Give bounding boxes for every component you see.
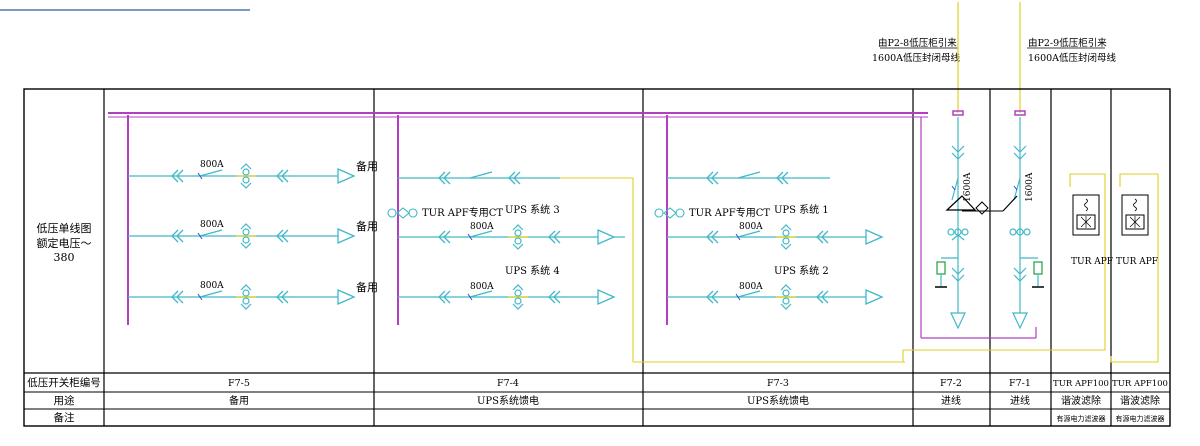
feeders-f7-4: TUR APF专用CT UPS 系统 3 800A UPS 系统 4 800A xyxy=(387,171,905,363)
ups1-label: UPS 系统 1 xyxy=(774,203,829,216)
breaker-1600a-left: 1600A xyxy=(963,172,973,202)
cabinet-purpose: 谐波滤除 xyxy=(1061,394,1101,407)
ct-label-f7-4: TUR APF专用CT xyxy=(422,206,503,219)
svg-text:800A: 800A xyxy=(470,282,494,292)
row-label-cabinet-no: 低压开关柜编号 xyxy=(27,376,101,389)
feeders-f7-5: 800A 备用 800A 备用 800A 备用 xyxy=(128,159,378,310)
svg-text:800A: 800A xyxy=(200,220,224,230)
apf-label-2: TUR APF xyxy=(1116,257,1158,267)
cabinet-id: F7-5 xyxy=(228,378,250,389)
ups2-label: UPS 系统 2 xyxy=(774,264,829,277)
cabinet-purpose: 谐波滤除 xyxy=(1120,394,1160,407)
cabinet-id: F7-2 xyxy=(940,378,962,389)
left-panel-line3: 380 xyxy=(54,251,75,264)
cabinet-id: F7-4 xyxy=(497,378,519,389)
svg-text:800A: 800A xyxy=(470,222,494,232)
left-panel-line1: 低压单线图 xyxy=(37,221,92,235)
frame xyxy=(23,88,1171,427)
cabinet-remarks: 有源电力滤波器 有源电力滤波器 xyxy=(1057,414,1165,423)
apf-cabinets: TUR APF TUR APF xyxy=(1050,173,1159,363)
ct-label-f7-3: TUR APF专用CT xyxy=(689,206,770,219)
cabinet-purpose: 备用 xyxy=(229,394,249,407)
breaker-1600a-right: 1600A xyxy=(1025,172,1035,202)
main-busbar xyxy=(108,110,1037,339)
incoming-f7-1 xyxy=(1009,117,1044,330)
cabinet-purpose: UPS系统馈电 xyxy=(747,394,809,407)
svg-text:800A: 800A xyxy=(200,160,224,170)
feeder-right-line1: 由P2-9低压柜引来 xyxy=(1028,37,1107,49)
feeder-right-line2: 1600A低压封闭母线 xyxy=(1028,52,1117,64)
svg-text:800A: 800A xyxy=(739,222,763,232)
spare-label-2: 备用 xyxy=(356,219,378,233)
svg-text:800A: 800A xyxy=(200,281,224,291)
feeders-f7-3: TUR APF专用CT UPS 系统 1 800A UPS 系统 2 800A xyxy=(654,171,883,310)
cabinet-purpose: 进线 xyxy=(1010,394,1030,407)
row-label-remark: 备注 xyxy=(54,411,75,424)
ups4-label: UPS 系统 4 xyxy=(505,264,560,277)
cabinet-id: F7-1 xyxy=(1009,378,1031,389)
row-label-purpose: 用途 xyxy=(54,394,75,407)
feeder-left-line1: 由P2-8低压柜引来 xyxy=(878,37,957,49)
cabinet-id: F7-3 xyxy=(767,378,789,389)
cabinet-remark: 有源电力滤波器 xyxy=(1116,414,1165,423)
svg-text:800A: 800A xyxy=(739,282,763,292)
spare-label-1: 备用 xyxy=(356,159,378,173)
left-panel-line2: 额定电压～ xyxy=(37,236,92,250)
cabinet-id: TUR APF100 xyxy=(1053,379,1109,389)
feeder-left-line2: 1600A低压封闭母线 xyxy=(872,52,961,64)
cabinet-ids: F7-5 F7-4 F7-3 F7-2 F7-1 TUR APF100 TUR … xyxy=(228,378,1168,389)
incoming-f7-2 xyxy=(935,117,969,330)
ups3-label: UPS 系统 3 xyxy=(505,203,560,216)
cabinet-remark: 有源电力滤波器 xyxy=(1057,414,1106,423)
cabinet-id: TUR APF100 xyxy=(1112,379,1168,389)
cabinet-purposes: 备用 UPS系统馈电 UPS系统馈电 进线 进线 谐波滤除 谐波滤除 xyxy=(229,394,1160,407)
cabinet-purpose: UPS系统馈电 xyxy=(477,394,539,407)
apf-label-1: TUR APF xyxy=(1071,257,1113,267)
spare-label-3: 备用 xyxy=(356,280,378,294)
cabinet-purpose: 进线 xyxy=(941,394,961,407)
